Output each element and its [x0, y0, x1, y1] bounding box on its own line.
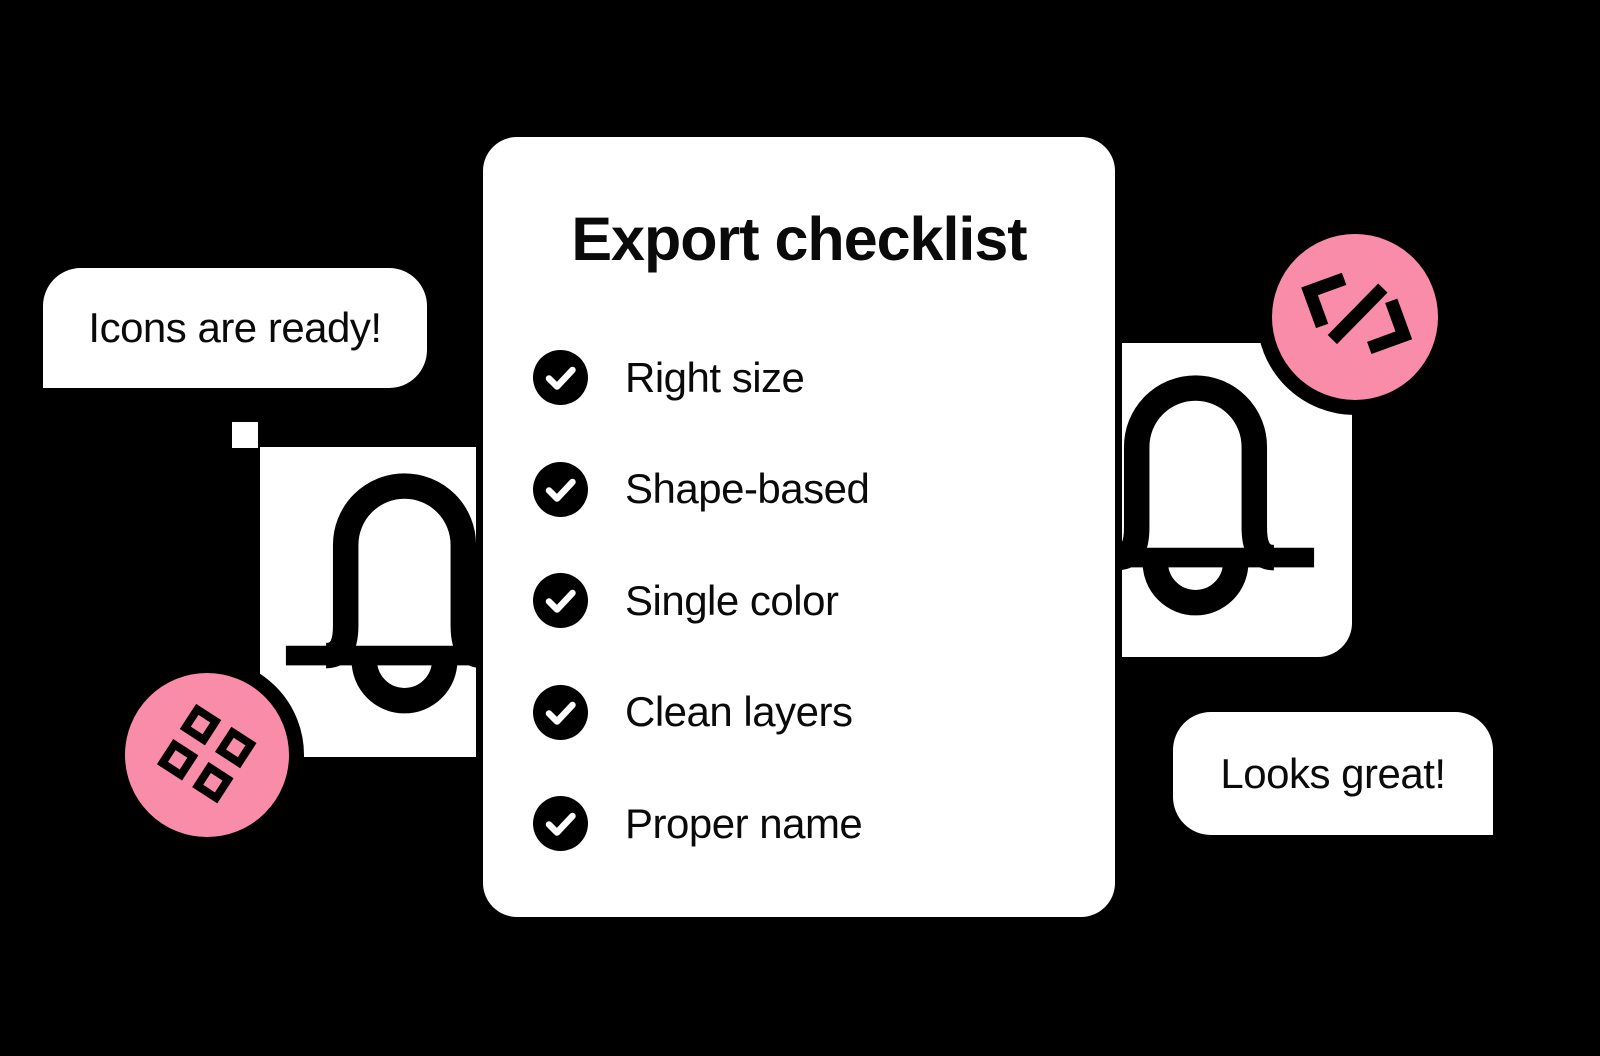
check-icon	[533, 684, 588, 740]
checklist-item: Shape-based	[533, 434, 1085, 546]
code-icon	[1301, 272, 1413, 355]
checklist-item-label: Clean layers	[625, 688, 853, 736]
checklist-item: Proper name	[533, 768, 1085, 880]
checklist-item: Clean layers	[533, 657, 1085, 769]
checklist-item-label: Proper name	[625, 799, 863, 847]
grid-square	[156, 739, 199, 781]
selection-handle	[232, 422, 258, 448]
checklist-item: Single color	[533, 545, 1085, 657]
grid-square	[215, 726, 257, 769]
checklist-item-label: Shape-based	[625, 465, 870, 513]
speech-bubble-text: Looks great!	[1220, 749, 1446, 797]
apps-grid-badge	[110, 658, 304, 852]
icon-card-left	[260, 447, 520, 757]
checklist-item: Right size	[533, 322, 1085, 434]
export-checklist-card: Export checklist Right size Shape-based …	[483, 137, 1115, 917]
check-icon	[533, 461, 588, 517]
bell-icon	[1090, 375, 1315, 616]
speech-bubble-text: Icons are ready!	[88, 304, 382, 351]
checklist-item-label: Single color	[625, 576, 839, 624]
checklist-item-label: Right size	[625, 353, 805, 401]
grid-square	[192, 761, 234, 804]
checklist-title: Export checklist	[571, 205, 1027, 273]
check-icon	[533, 573, 588, 629]
check-icon	[533, 350, 588, 406]
code-badge	[1257, 219, 1453, 415]
check-icon	[533, 796, 588, 852]
apps-grid-icon	[156, 703, 258, 806]
speech-bubble-icons-ready: Icons are ready!	[43, 268, 427, 388]
speech-bubble-looks-great: Looks great!	[1173, 712, 1493, 835]
grid-square	[179, 703, 222, 746]
checklist: Right size Shape-based Single color Clea…	[533, 322, 1085, 880]
